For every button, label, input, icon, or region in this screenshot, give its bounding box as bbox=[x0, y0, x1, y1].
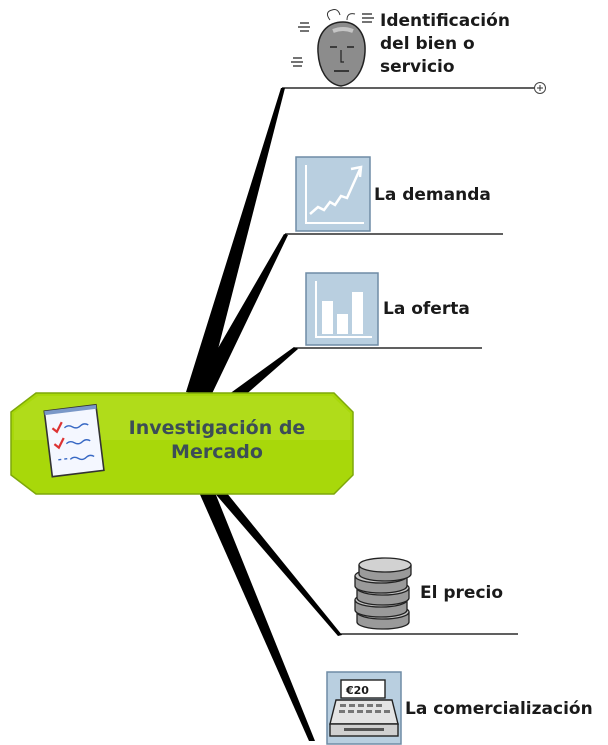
topic-identificacion-line-3: servicio bbox=[380, 57, 455, 77]
rising-chart-icon bbox=[295, 156, 371, 232]
topic-identificacion[interactable]: Identificación del bien o servicio bbox=[380, 10, 510, 79]
topic-identificacion-line-1: Identificación bbox=[380, 11, 510, 31]
register-display: €20 bbox=[346, 684, 369, 697]
head-icon bbox=[291, 9, 374, 87]
branch-connector-identificacion bbox=[186, 88, 285, 396]
branch-connector-precio bbox=[212, 490, 342, 636]
central-topic-line-2: Mercado bbox=[171, 441, 263, 463]
branch-connector-demanda bbox=[188, 234, 288, 402]
checklist-icon bbox=[43, 403, 105, 478]
cash-register-icon bbox=[326, 671, 402, 745]
coins-icon bbox=[354, 557, 412, 630]
central-topic-line-1: Investigación de bbox=[128, 417, 306, 439]
topic-demanda[interactable]: La demanda bbox=[374, 185, 491, 205]
topic-precio[interactable]: El precio bbox=[420, 583, 504, 603]
branch-connector-oferta bbox=[214, 347, 298, 405]
topic-comercializacion[interactable]: La comercialización bbox=[405, 699, 593, 719]
central-topic-label[interactable]: Investigación de Mercado bbox=[112, 416, 322, 464]
topic-identificacion-line-2: del bien o bbox=[380, 34, 475, 54]
expand-toggle[interactable] bbox=[534, 82, 546, 94]
topic-oferta[interactable]: La oferta bbox=[383, 299, 470, 319]
branch-connector-comercializacion bbox=[198, 490, 315, 741]
bar-chart-icon bbox=[305, 272, 379, 346]
